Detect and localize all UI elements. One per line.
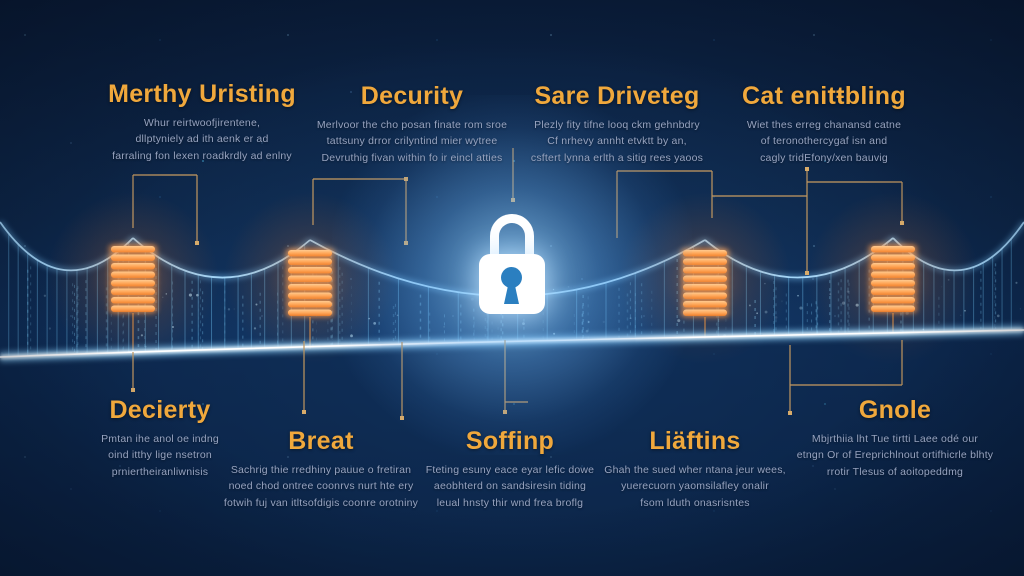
lock-shackle [490, 214, 534, 259]
top-item-1: Merthy Uristing Whur reirtwoofjirentene,… [82, 80, 322, 164]
bottom-item-5: Gnole Mbjrthiia lht Tue tirtti Laee odé … [765, 396, 1024, 480]
item-title: Gnole [858, 396, 932, 424]
item-title: Cat enitŧbling [742, 82, 906, 110]
top-item-4: Cat enitŧbling Wiet thes erreg chanansd … [704, 82, 944, 166]
item-title: Merthy Uristing [108, 80, 296, 108]
item-description: Mbjrthiia lht Tue tirtti Laee odé our et… [796, 433, 994, 478]
lock-icon [479, 214, 545, 314]
item-description: Wiet thes erreg chanansd catne of terono… [746, 119, 902, 164]
lock-body [479, 254, 545, 314]
item-title: Decierty [109, 396, 211, 424]
item-description: Whur reirtwoofjirentene, dllptyniely ad … [112, 117, 292, 162]
